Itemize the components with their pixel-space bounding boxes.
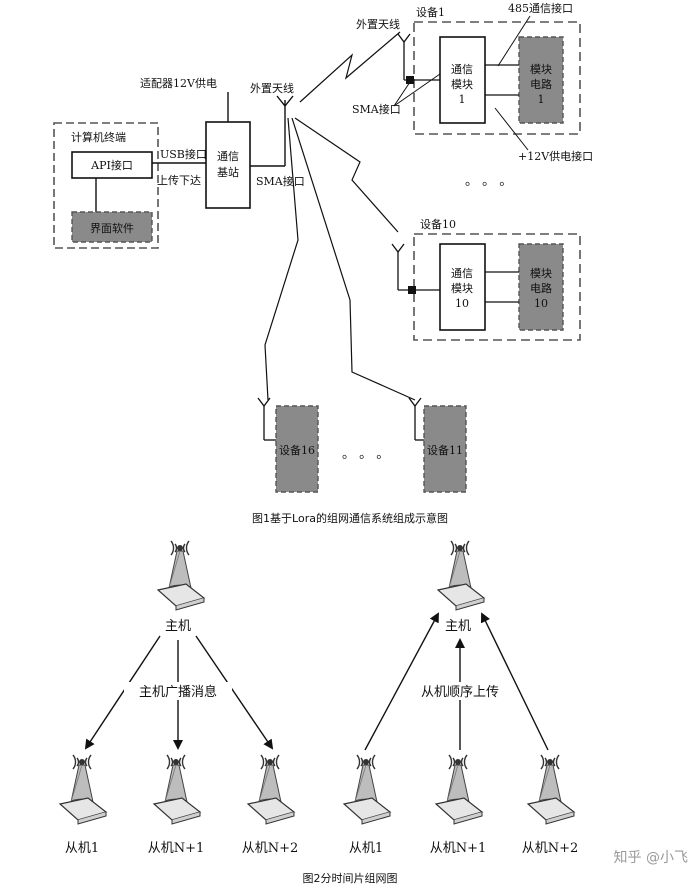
base-station-line2: 基站 — [217, 165, 239, 179]
ui-software-label: 界面软件 — [90, 221, 134, 235]
radio-link-device11 — [291, 117, 416, 401]
device11-label: 设备11 — [427, 443, 463, 457]
sma-main-label: SMA接口 — [256, 175, 305, 188]
device10-title: 设备10 — [420, 217, 456, 231]
device1-sma-label: SMA接口 — [352, 103, 401, 116]
left-arrow-slaveN2 — [195, 635, 274, 750]
right-arrow-slave1 — [364, 612, 439, 751]
device10-comm-box — [439, 243, 486, 331]
rs485-label: 485通信接口 — [508, 2, 573, 15]
usb-label: USB接口 — [160, 148, 207, 161]
fig2-caption: 图2分时间片组网图 — [303, 871, 398, 885]
left-master-tower-icon — [157, 540, 205, 611]
right-master-tower-icon — [437, 540, 485, 611]
device10-comm-line2: 模块 — [451, 282, 473, 295]
device1-sma-connector — [406, 76, 414, 84]
right-slave1-label: 从机1 — [349, 841, 383, 856]
device1-comm-line1: 通信 — [451, 63, 473, 76]
radio-link-device1 — [299, 31, 401, 103]
left-slave1-tower-icon — [59, 754, 107, 825]
left-slave1-label: 从机1 — [65, 841, 99, 856]
device10-mod-line3: 10 — [534, 297, 548, 310]
right-slaveN2-tower-icon — [527, 754, 575, 825]
device1-module-box — [518, 36, 564, 124]
main-antenna-label: 外置天线 — [250, 81, 294, 95]
base-station-box — [205, 121, 251, 209]
left-slaveN2-tower-icon — [247, 754, 295, 825]
radio-link-device10 — [294, 117, 399, 233]
left-slaveN1-tower-icon — [153, 754, 201, 825]
terminal-title: 计算机终端 — [71, 130, 126, 144]
device10-module-box — [518, 243, 564, 331]
device10-sma-connector — [408, 286, 416, 294]
right-slave1-tower-icon — [343, 754, 391, 825]
right-slaveN2-label: 从机N+2 — [522, 841, 579, 856]
left-arrow-slave1 — [84, 635, 161, 750]
right-slaveN1-label: 从机N+1 — [430, 841, 487, 856]
terminal-box — [53, 122, 159, 249]
main-antenna-icon — [276, 95, 294, 108]
updown-label: 上传下达 — [157, 174, 201, 187]
device11-box — [423, 405, 467, 493]
device1-mod-line2: 电路 — [530, 78, 552, 91]
device16-label: 设备16 — [279, 443, 315, 457]
left-master-label: 主机 — [165, 619, 191, 634]
device10-mod-line1: 模块 — [530, 267, 552, 280]
left-message-label: 主机广播消息 — [139, 684, 217, 700]
right-message-label: 从机顺序上传 — [421, 685, 499, 700]
device10-comm-line1: 通信 — [451, 267, 473, 280]
api-label: API接口 — [90, 159, 133, 172]
ui-software-box — [71, 211, 153, 243]
fig1-caption: 图1基于Lora的组网通信系统组成示意图 — [252, 511, 448, 525]
base-station-line1: 通信 — [217, 150, 239, 163]
device-ellipsis-bottom: 。 。 。 — [342, 447, 389, 462]
device1-antenna-label: 外置天线 — [356, 17, 400, 31]
device1-mod-line3: 1 — [538, 93, 545, 106]
device1-comm-box — [439, 36, 486, 124]
adapter-label: 适配器12V供电 — [140, 76, 217, 90]
right-master-label: 主机 — [445, 619, 471, 634]
watermark: 知乎 @小飞 — [614, 849, 688, 866]
device1-comm-line2: 模块 — [451, 78, 473, 91]
api-box — [71, 151, 153, 179]
radio-link-device16 — [264, 117, 299, 401]
device10-mod-line2: 电路 — [530, 282, 552, 295]
device10-comm-line3: 10 — [455, 297, 469, 310]
left-slaveN1-label: 从机N+1 — [148, 841, 205, 856]
device10-antenna-icon — [391, 243, 405, 254]
device1-antenna-icon — [397, 33, 411, 44]
left-slaveN2-label: 从机N+2 — [242, 841, 299, 856]
device11-antenna-icon — [408, 397, 422, 408]
device1-power-label: +12V供电接口 — [518, 149, 593, 163]
device1-mod-line1: 模块 — [530, 63, 552, 76]
device16-box — [275, 405, 319, 493]
device1-title: 设备1 — [416, 5, 445, 19]
device-ellipsis-mid: 。 。 。 — [465, 174, 512, 189]
right-slaveN1-tower-icon — [435, 754, 483, 825]
right-arrow-slaveN2 — [480, 612, 549, 751]
device1-comm-line3: 1 — [459, 93, 466, 106]
